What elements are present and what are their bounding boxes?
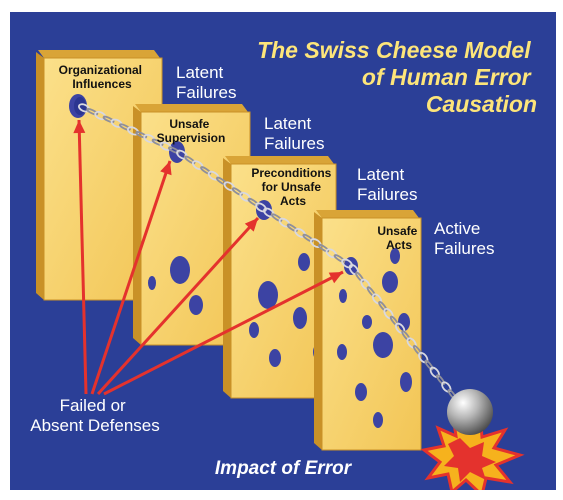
chain-link <box>143 133 156 144</box>
chain-link <box>135 131 148 139</box>
title-line-3: Causation <box>426 91 537 117</box>
chain-link <box>401 330 411 341</box>
chain-link <box>215 176 228 186</box>
chain-link <box>294 227 307 238</box>
chain-link <box>355 271 365 283</box>
defense-arrowhead-4 <box>328 272 343 284</box>
slice-1-failure-label: Latent Failures <box>176 63 236 102</box>
chain-link <box>309 238 322 249</box>
chain-link <box>255 202 267 213</box>
chain-link <box>102 115 115 124</box>
defense-arrowhead-1 <box>73 120 86 134</box>
chain-link <box>302 233 314 243</box>
chain-link <box>94 110 107 121</box>
hole <box>400 372 412 392</box>
chain-link <box>333 254 345 263</box>
slice-4-label: Unsafe Acts <box>377 224 420 252</box>
hole <box>293 307 307 329</box>
hole <box>362 315 372 329</box>
slice-4-failure-label: Active Failures <box>434 219 494 258</box>
chain-link <box>318 243 330 253</box>
chain-link <box>366 286 376 297</box>
chain-link <box>325 248 338 259</box>
defense-arrow-4 <box>103 270 344 396</box>
chain-link <box>424 359 434 371</box>
hole <box>373 412 383 428</box>
defense-arrowhead-2 <box>160 161 172 176</box>
hole <box>189 295 203 315</box>
chain-link <box>406 337 417 349</box>
defense-arrows <box>73 119 344 396</box>
title: The Swiss Cheese Model of Human Error Ca… <box>257 37 537 117</box>
slice-3-failure-label: Latent Failures <box>357 165 417 204</box>
chain-link <box>412 345 422 356</box>
chain-link <box>286 223 298 233</box>
hole <box>249 322 259 338</box>
chain-link <box>223 181 236 192</box>
chain-link <box>341 258 353 269</box>
chain-link <box>389 315 399 327</box>
slice-3-label: Preconditions for Unsafe Acts <box>251 166 334 208</box>
chain-link <box>371 293 383 305</box>
chain-link <box>167 146 180 154</box>
title-line-2: of Human Error <box>362 64 532 90</box>
hole <box>398 313 410 331</box>
defense-arrow-2 <box>90 160 172 395</box>
chain-link <box>127 126 140 136</box>
wrecking-ball <box>447 389 493 435</box>
chain-link <box>159 141 172 151</box>
chain-link <box>207 170 220 181</box>
chain-link <box>278 217 291 228</box>
chain <box>78 103 457 400</box>
chain-link <box>418 352 429 364</box>
failed-defenses-label: Failed or Absent Defenses <box>30 396 159 435</box>
chain-link <box>239 191 252 202</box>
chain-link <box>86 108 99 116</box>
chain-link <box>151 138 164 147</box>
defense-arrow-3 <box>96 216 260 396</box>
chain-link <box>271 213 283 222</box>
chain-link <box>184 155 196 165</box>
chain-link <box>360 278 371 290</box>
defense-arrowhead-3 <box>244 218 258 232</box>
slice-1-label: Organizational Influences <box>59 63 146 91</box>
chain-link <box>176 149 188 160</box>
chain-link <box>118 123 131 131</box>
hole <box>298 253 310 271</box>
hole <box>373 332 393 358</box>
chain-link <box>200 166 212 175</box>
hole <box>355 383 367 401</box>
chain-link <box>383 308 394 320</box>
chain-link <box>263 207 275 218</box>
chain-link <box>436 374 446 385</box>
hole <box>339 289 347 303</box>
slice-2-label: Unsafe Supervision <box>157 117 226 145</box>
chain-link <box>78 103 91 113</box>
hole <box>337 344 347 360</box>
defense-arrow-1 <box>77 119 88 395</box>
hole <box>382 271 398 293</box>
slice-2-failure-label: Latent Failures <box>264 114 324 153</box>
chain-link <box>441 381 452 393</box>
chain-link <box>191 160 204 171</box>
chain-link <box>394 322 406 334</box>
chain-link <box>378 301 388 312</box>
chain-link <box>429 366 440 378</box>
chain-link <box>231 187 243 196</box>
title-line-1: The Swiss Cheese Model <box>257 37 531 63</box>
hole <box>269 349 281 367</box>
hole <box>390 248 400 264</box>
chain-link <box>247 197 259 207</box>
hole <box>258 281 278 309</box>
impact-burst <box>420 409 525 490</box>
chain-link <box>110 118 123 128</box>
hole <box>170 256 190 284</box>
hole <box>148 276 156 290</box>
impact-of-error-label: Impact of Error <box>215 458 353 479</box>
chain-link <box>348 264 360 276</box>
